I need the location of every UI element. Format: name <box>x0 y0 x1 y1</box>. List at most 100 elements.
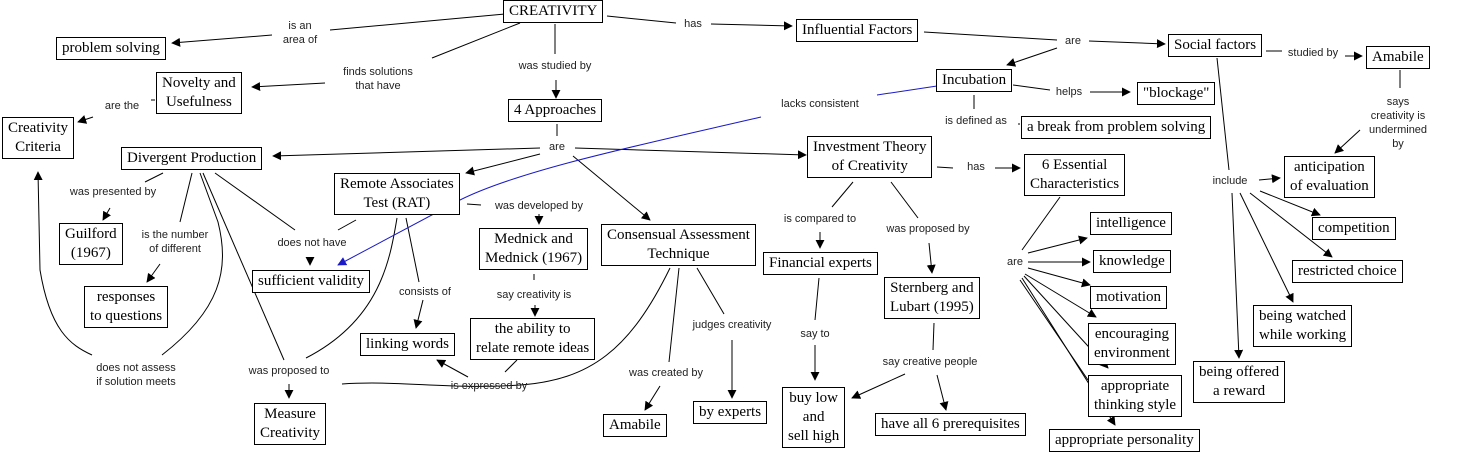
concept-blockage[interactable]: "blockage" <box>1137 82 1216 105</box>
concept-sufficient-validity[interactable]: sufficient validity <box>252 270 370 293</box>
concept-being-offered-reward[interactable]: being offered a reward <box>1193 361 1286 403</box>
concept-knowledge[interactable]: knowledge <box>1093 250 1171 273</box>
edge <box>214 172 296 231</box>
concept-remote-ideas[interactable]: the ability to relate remote ideas <box>470 318 596 360</box>
edge <box>926 242 936 274</box>
concept-competition[interactable]: competition <box>1312 217 1396 240</box>
concept-problem-solving[interactable]: problem solving <box>56 37 166 60</box>
link-was-presented-by: was presented by <box>69 186 157 198</box>
edge <box>272 147 541 161</box>
concept-intelligence[interactable]: intelligence <box>1090 212 1172 235</box>
edge <box>465 153 541 176</box>
edge <box>1231 192 1244 359</box>
edge <box>932 322 935 351</box>
edge <box>202 172 285 361</box>
concept-responses-to-questions[interactable]: responses to questions <box>84 286 169 328</box>
link-has-factors: has <box>684 18 702 30</box>
concept-linking-words[interactable]: linking words <box>360 333 455 356</box>
concept-creativity-criteria[interactable]: Creativity Criteria <box>2 117 74 159</box>
concept-guilford[interactable]: Guilford (1967) <box>59 223 123 265</box>
edge <box>329 13 506 31</box>
edge <box>1012 84 1051 91</box>
concept-by-experts[interactable]: by experts <box>693 401 768 424</box>
edge <box>33 171 93 356</box>
concept-amabile-top[interactable]: Amabile <box>1366 46 1430 69</box>
edge <box>102 207 111 221</box>
concept-anticipation-of-evaluation[interactable]: anticipation of evaluation <box>1284 156 1375 198</box>
concept-financial-experts[interactable]: Financial experts <box>763 252 878 275</box>
link-does-not-assess: does not assess if solution meets <box>96 362 176 388</box>
concept-remote-associates-test[interactable]: Remote Associates Test (RAT) <box>334 173 460 215</box>
edge <box>923 31 1058 41</box>
concept-sternberg-lubart[interactable]: Sternberg and Lubart (1995) <box>884 277 980 319</box>
link-was-developed-by: was developed by <box>494 200 584 212</box>
concept-being-watched[interactable]: being watched while working <box>1253 305 1353 347</box>
concept-amabile-bottom[interactable]: Amabile <box>603 414 667 437</box>
link-are-the: are the <box>104 100 140 112</box>
edge <box>696 267 725 315</box>
concept-influential-factors[interactable]: Influential Factors <box>796 19 919 42</box>
edge <box>161 172 223 356</box>
link-does-not-have: does not have <box>277 237 347 249</box>
concept-creativity[interactable]: CREATIVITY <box>503 0 604 23</box>
concept-encouraging-environment[interactable]: encouraging environment <box>1088 323 1176 365</box>
edge <box>171 34 273 47</box>
concept-measure-creativity[interactable]: Measure Creativity <box>254 403 326 445</box>
concept-incubation[interactable]: Incubation <box>936 69 1013 92</box>
link-studied-by: studied by <box>1287 47 1339 59</box>
concept-all-prerequisites[interactable]: have all 6 prerequisites <box>875 413 1026 436</box>
edge <box>1021 196 1061 251</box>
link-say-creative-people: say creative people <box>882 356 978 368</box>
concept-social-factors[interactable]: Social factors <box>1168 34 1263 57</box>
edge <box>1249 192 1333 258</box>
concept-motivation[interactable]: motivation <box>1090 286 1167 309</box>
link-is-expressed-by: is expressed by <box>450 380 528 392</box>
link-are-characteristics: are <box>1007 256 1023 268</box>
edge <box>179 172 193 223</box>
concept-consensual-assessment-technique[interactable]: Consensual Assessment Technique <box>601 224 756 266</box>
edge <box>77 115 94 124</box>
concept-4-approaches[interactable]: 4 Approaches <box>508 99 603 122</box>
concept-divergent-production[interactable]: Divergent Production <box>121 147 263 170</box>
edge <box>405 217 420 283</box>
link-include: include <box>1212 175 1248 187</box>
edge <box>1239 192 1294 303</box>
concept-appropriate-thinking-style[interactable]: appropriate thinking style <box>1088 375 1183 417</box>
edge <box>936 374 949 411</box>
concept-buy-low-sell-high[interactable]: buy low and sell high <box>782 387 846 448</box>
edge <box>831 181 854 208</box>
concept-6-essential-characteristics[interactable]: 6 Essential Characteristics <box>1024 154 1126 196</box>
edge <box>1006 47 1058 67</box>
edge <box>710 21 793 31</box>
link-lacks-consistent: lacks consistent <box>781 98 859 110</box>
link-says-undermined: says creativity is undermined by <box>1368 96 1428 150</box>
concept-appropriate-personality[interactable]: appropriate personality <box>1049 429 1200 452</box>
concept-investment-theory[interactable]: Investment Theory of Creativity <box>807 136 933 178</box>
edge <box>1258 174 1281 184</box>
edge <box>936 166 954 169</box>
edge <box>1027 267 1091 288</box>
link-judges-creativity: judges creativity <box>692 319 772 331</box>
edge <box>574 147 807 160</box>
link-has-characteristics: has <box>967 161 985 173</box>
edge <box>1088 39 1166 49</box>
edge <box>1259 190 1321 217</box>
link-helps: helps <box>1055 86 1083 98</box>
concept-novelty-usefulness[interactable]: Novelty and Usefulness <box>156 72 242 114</box>
edge <box>644 385 661 411</box>
edge <box>668 267 680 363</box>
concept-restricted-choice[interactable]: restricted choice <box>1292 260 1403 283</box>
link-was-studied-by: was studied by <box>518 60 592 72</box>
link-finds-solutions: finds solutions that have <box>343 66 413 92</box>
edge <box>436 359 469 378</box>
edge <box>144 172 164 183</box>
link-are-approaches: are <box>549 141 565 153</box>
edge <box>341 267 671 387</box>
edge <box>851 373 906 399</box>
link-say-creativity-is: say creativity is <box>496 289 572 301</box>
concept-mednick[interactable]: Mednick and Mednick (1967) <box>479 228 589 270</box>
concept-break-from-problem-solving[interactable]: a break from problem solving <box>1021 116 1212 139</box>
link-was-proposed-by: was proposed by <box>886 223 970 235</box>
